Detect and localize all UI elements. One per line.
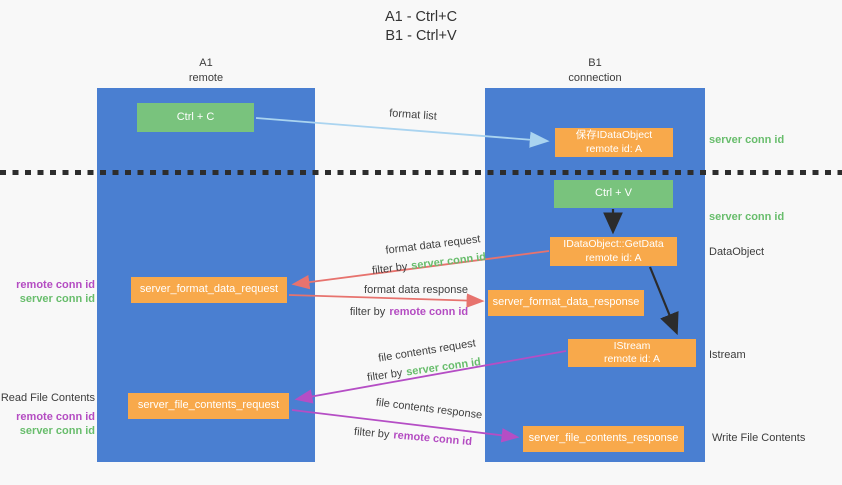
lane-b1-role: connection	[568, 71, 622, 84]
node-istream-line2: remote id: A	[603, 353, 661, 365]
remote-conn-id-text: remote conn id	[389, 306, 469, 318]
lane-header-a1: A1 remote	[97, 56, 315, 86]
node-server-format-data-response: server_format_data_response	[488, 290, 644, 316]
node-file-request-label: server_file_contents_request	[137, 399, 280, 412]
left-read-file-contents: Read File Contents	[0, 392, 95, 404]
title-line-2: B1 - Ctrl+V	[385, 27, 457, 44]
lane-b1-name: B1	[588, 57, 602, 69]
node-ctrl-c: Ctrl + C	[137, 103, 254, 132]
right-istream-label: Istream	[709, 349, 746, 361]
node-ctrl-v-label: Ctrl + V	[595, 187, 632, 200]
label-format-data-response: format data response	[364, 284, 468, 296]
node-istream: IStream remote id: A	[568, 339, 696, 367]
node-server-file-contents-response: server_file_contents_response	[523, 426, 684, 452]
right-server-conn-id-mid: server conn id	[709, 211, 785, 223]
node-save-dataobject: 保存IDataObject remote id: A	[555, 128, 673, 157]
label-format-list: format list	[388, 107, 438, 123]
node-format-response-label: server_format_data_response	[492, 296, 640, 309]
right-write-file-contents: Write File Contents	[712, 432, 806, 444]
node-istream-line1: IStream	[613, 339, 651, 352]
right-dataobject-label: DataObject	[709, 246, 765, 258]
node-save-dataobject-line1: 保存IDataObject	[575, 129, 653, 142]
node-format-request-label: server_format_data_request	[139, 283, 279, 296]
filter-by-text: filter by	[353, 425, 390, 441]
left-remote-conn-id-file: remote conn id	[16, 411, 95, 423]
remote-conn-id-text: remote conn id	[392, 429, 473, 449]
lane-header-b1: B1 connection	[485, 56, 705, 86]
left-remote-conn-id-format: remote conn id	[16, 279, 95, 291]
title-line-1: A1 - Ctrl+C	[384, 9, 458, 25]
filter-by-text: filter by	[366, 367, 404, 384]
server-conn-id-text: server conn id	[410, 251, 487, 273]
diagram-title: A1 - Ctrl+C B1 - Ctrl+V	[0, 8, 842, 45]
node-server-file-contents-request: server_file_contents_request	[128, 393, 289, 419]
right-server-conn-id-top: server conn id	[709, 134, 785, 146]
filter-by-text: filter by	[371, 260, 409, 277]
left-server-conn-id-file: server conn id	[19, 425, 95, 437]
node-getdata-line1: IDataObject::GetData	[563, 238, 664, 251]
node-server-format-data-request: server_format_data_request	[131, 277, 287, 303]
server-conn-id-text: server conn id	[405, 356, 482, 379]
lane-a1-name: A1	[199, 57, 213, 69]
node-getdata-line2: remote id: A	[585, 251, 642, 264]
node-ctrl-c-label: Ctrl + C	[176, 110, 215, 123]
node-getdata: IDataObject::GetData remote id: A	[550, 237, 677, 266]
filter-by-text: filter by	[349, 306, 386, 318]
node-save-dataobject-line2: remote id: A	[585, 142, 643, 155]
label-file-contents-response: file contents response	[375, 396, 483, 422]
lane-a1-role: remote	[188, 71, 224, 84]
node-file-response-label: server_file_contents_response	[528, 432, 679, 445]
node-ctrl-v: Ctrl + V	[554, 180, 673, 208]
dotted-divider	[0, 170, 842, 175]
left-server-conn-id-format: server conn id	[19, 293, 95, 305]
